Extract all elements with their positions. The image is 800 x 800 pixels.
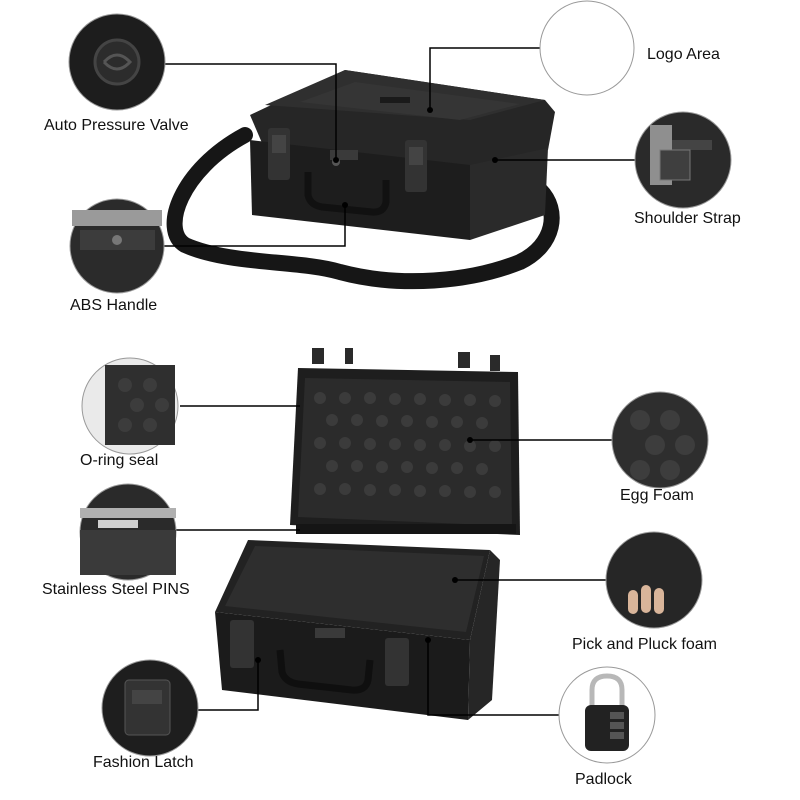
label-fashion-latch: Fashion Latch [93, 754, 194, 771]
padlock-shackle-icon [589, 673, 625, 712]
shoulder-strap-band [166, 127, 560, 290]
label-o-ring-seal: O-ring seal [80, 452, 159, 469]
base-handle [276, 649, 374, 694]
base-left-latch [230, 620, 254, 668]
finger-icon [628, 585, 664, 614]
oring-detail-circle [81, 357, 179, 455]
handle-screw-icon [112, 235, 122, 245]
padlock-detail-circle [558, 666, 656, 764]
egg-foam-detail-circle [611, 391, 709, 489]
hinge-pin-icon [98, 520, 138, 528]
strap-buckle-icon [659, 149, 691, 181]
label-egg-foam: Egg Foam [620, 487, 694, 504]
latch-detail-circle [101, 659, 199, 757]
pressure-valve-icon [93, 38, 141, 86]
label-stainless-steel-pins: Stainless Steel PINS [42, 581, 190, 598]
case-handle [304, 172, 390, 216]
label-auto-pressure-valve: Auto Pressure Valve [44, 117, 189, 134]
latch-icon [124, 679, 171, 736]
handle-detail-circle [69, 198, 165, 294]
leader-lines [150, 47, 636, 716]
logo-area-circle [539, 0, 635, 96]
pluck-foam-detail-circle [605, 531, 703, 629]
pins-detail-circle [79, 483, 177, 581]
label-logo-area: Logo Area [647, 46, 720, 63]
label-shoulder-strap: Shoulder Strap [634, 210, 741, 227]
base-right-latch [385, 638, 409, 686]
label-pick-and-pluck-foam: Pick and Pluck foam [572, 636, 717, 653]
label-abs-handle: ABS Handle [70, 297, 158, 314]
closed-case [166, 70, 560, 290]
base-pluck-foam [225, 546, 484, 632]
lid-egg-foam [298, 378, 512, 526]
strap-detail-circle [634, 111, 732, 209]
open-case [215, 348, 520, 720]
valve-detail-circle [68, 13, 166, 111]
label-padlock: Padlock [575, 771, 632, 788]
